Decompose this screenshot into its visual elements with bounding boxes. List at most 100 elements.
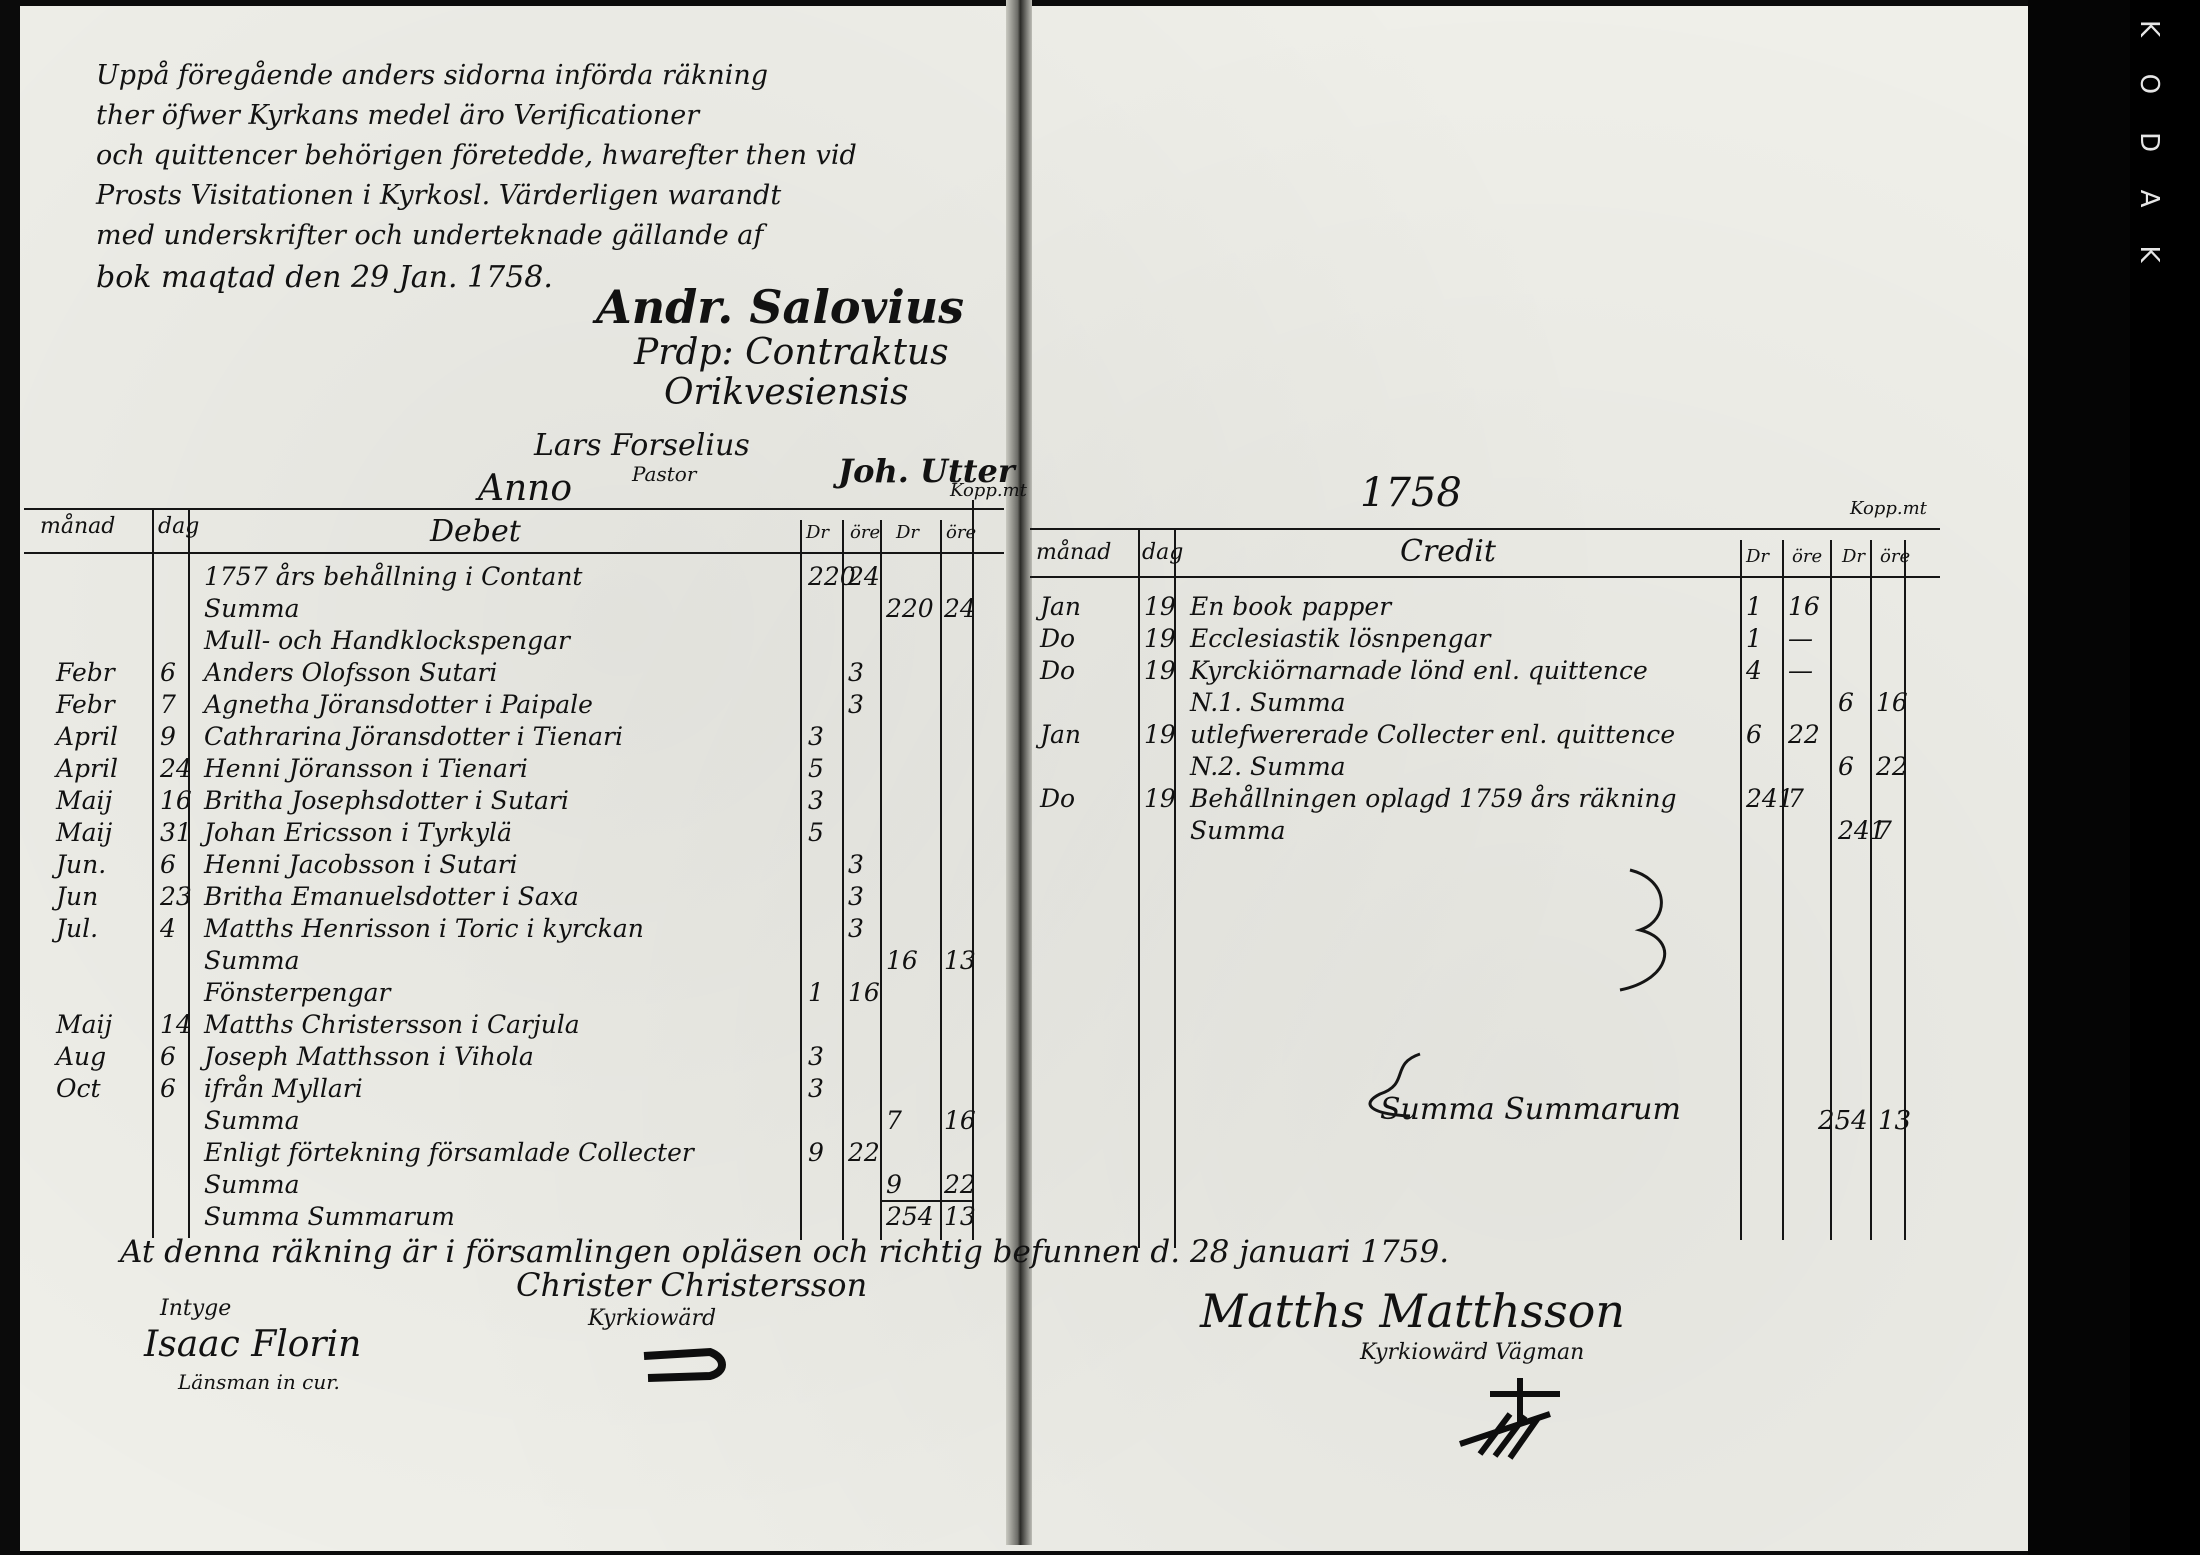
credit-col-rule-o2	[1870, 540, 1872, 1240]
debet-cell-o2: 22	[944, 1170, 976, 1199]
anno-label: Anno	[478, 468, 573, 509]
debet-cell-d2: 16	[886, 946, 918, 975]
debet-cell-month: Maij	[56, 818, 113, 847]
credit-cell-text: Summa	[1190, 816, 1286, 845]
debet-cell-d1: 220	[808, 562, 856, 591]
credit-cell-o2: 22	[1876, 752, 1908, 781]
debet-cell-text: Joseph Matthsson i Vihola	[204, 1042, 534, 1071]
kopparmynt-left: Kopp.mt	[950, 480, 1027, 501]
credit-cell-d1: 1	[1746, 624, 1762, 653]
debet-row: Maij 31 Johan Ericsson i Tyrkylä 5	[0, 818, 2200, 850]
debet-cell-day: 6	[160, 1074, 176, 1103]
credit-cell-o2: 7	[1876, 816, 1892, 845]
credit-cell-o1: —	[1788, 624, 1813, 653]
credit-cell-d1: 6	[1746, 720, 1762, 749]
credit-col-day: dag	[1142, 540, 1184, 565]
debet-cell-o1: 16	[848, 978, 880, 1007]
debet-col-rule-d1	[800, 520, 802, 1240]
credit-col-ore-2: öre	[1880, 546, 1911, 567]
credit-summa-o: 13	[1878, 1106, 1912, 1136]
credit-cell-o1: 7	[1788, 784, 1804, 813]
debet-cell-text: Summa	[204, 946, 300, 975]
debet-col-rule-o2	[940, 520, 942, 1240]
debet-cell-month: April	[56, 754, 118, 783]
debet-cell-o1: 3	[848, 850, 864, 879]
debet-cell-text: Britha Emanuelsdotter i Saxa	[204, 882, 579, 911]
sign-florin: Isaac Florin	[144, 1324, 362, 1365]
credit-cell-text: En book papper	[1190, 592, 1392, 621]
note-line-3: och quittencer behörigen företedde, hwar…	[96, 140, 857, 171]
debet-row: Mull- och Handklockspengar	[0, 626, 2200, 658]
debet-cell-month: Febr	[56, 658, 115, 687]
debet-cell-day: 31	[160, 818, 192, 847]
debet-cell-text: Summa Summarum	[204, 1202, 455, 1231]
film-brand-text: KODAK	[2134, 20, 2164, 301]
debet-cell-day: 23	[160, 882, 192, 911]
note-line-5: med underskrifter och underteknade gälla…	[96, 220, 764, 251]
credit-cell-o2: 16	[1876, 688, 1908, 717]
debet-cell-d1: 9	[808, 1138, 824, 1167]
sign-christersson-sub: Kyrkiowärd	[588, 1306, 717, 1331]
debet-cell-o1: 3	[848, 690, 864, 719]
closing-flourish	[1619, 868, 1667, 992]
credit-summa-d: 254	[1818, 1106, 1868, 1136]
credit-col-rule-day	[1174, 528, 1176, 1248]
debet-cell-text: Johan Ericsson i Tyrkylä	[204, 818, 512, 847]
credit-col-rule-o1	[1782, 540, 1784, 1240]
credit-cell-d2: 6	[1838, 688, 1854, 717]
credit-cell-text: Behållningen oplagd 1759 års räkning	[1190, 784, 1677, 813]
debet-cell-text: Agnetha Jöransdotter i Paipale	[204, 690, 593, 719]
debet-col-month: månad	[40, 514, 116, 539]
credit-cell-text: utlefwererade Collecter enl. quittence	[1190, 720, 1676, 749]
credit-cell-o1: —	[1788, 656, 1813, 685]
debet-cell-day: 7	[160, 690, 176, 719]
debet-col-rule-day	[188, 508, 190, 1238]
credit-col-rule-d1	[1740, 540, 1742, 1240]
debet-cell-d1: 3	[808, 1074, 824, 1103]
credit-cell-month: Jan	[1040, 720, 1082, 749]
matthsson-mark	[1459, 1378, 1560, 1460]
credit-col-ore: öre	[1792, 546, 1823, 567]
debet-cell-month: Aug	[56, 1042, 107, 1071]
debet-cell-d1: 5	[808, 754, 824, 783]
debet-cell-d2: 220	[886, 594, 934, 623]
debet-cell-month: Maij	[56, 1010, 113, 1039]
debet-cell-day: 9	[160, 722, 176, 751]
signature-salovius: Andr. Salovius	[596, 280, 965, 334]
debet-col-daler: Dr	[806, 522, 830, 543]
debet-cell-text: Henni Jacobsson i Sutari	[204, 850, 518, 879]
sign-forselius-sub: Pastor	[632, 462, 697, 486]
debet-cell-day: 14	[160, 1010, 192, 1039]
debet-cell-day: 6	[160, 658, 176, 687]
debet-col-ore: öre	[850, 522, 881, 543]
credit-cell-d2: 6	[1838, 752, 1854, 781]
debet-cell-month: Maij	[56, 786, 113, 815]
debet-total-rule	[880, 1200, 972, 1202]
debet-cell-d1: 5	[808, 818, 824, 847]
debet-cell-o1: 3	[848, 882, 864, 911]
debet-cell-d1: 3	[808, 722, 824, 751]
debet-col-rule-end	[972, 500, 974, 1240]
kopparmynt-right: Kopp.mt	[1850, 498, 1927, 519]
debet-col-debet: Debet	[430, 514, 521, 549]
debet-cell-text: Britha Josephsdotter i Sutari	[204, 786, 569, 815]
credit-cell-day: 19	[1144, 592, 1176, 621]
note-line-6: bok maqtad den 29 Jan. 1758.	[96, 260, 553, 295]
credit-cell-month: Do	[1040, 784, 1076, 813]
note-line-2: ther öfwer Kyrkans medel äro Verificatio…	[96, 100, 700, 131]
credit-summa-summarum: Summa Summarum	[1380, 1092, 1800, 1127]
debet-cell-text: Summa	[204, 594, 300, 623]
